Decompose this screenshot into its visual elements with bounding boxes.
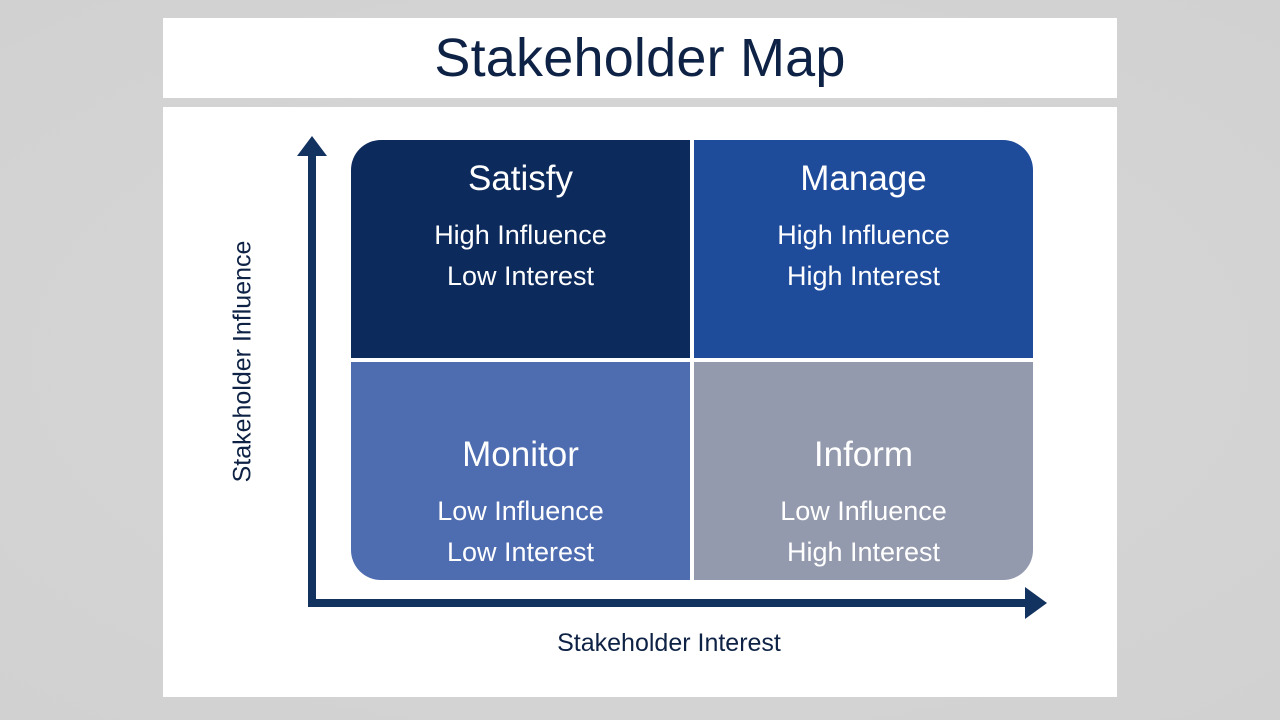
- quadrant-manage-influence: High Influence: [777, 220, 950, 251]
- quadrant-inform-interest: High Interest: [786, 537, 941, 568]
- quadrant-inform-title: Inform: [813, 435, 914, 474]
- quadrant-inform[interactable]: Inform Low Influence High Interest: [694, 362, 1033, 580]
- quadrant-manage-title: Manage: [800, 159, 927, 198]
- arrow-up-icon: [297, 136, 327, 156]
- y-axis-label: Stakeholder Influence: [228, 240, 257, 483]
- diagram-panel: Stakeholder Influence Stakeholder Intere…: [163, 107, 1117, 697]
- quadrant-satisfy-influence: High Influence: [434, 220, 607, 251]
- stakeholder-matrix: Satisfy High Influence Low Interest Mana…: [351, 140, 1033, 580]
- y-axis-line: [308, 152, 316, 607]
- quadrant-monitor-interest: Low Interest: [446, 537, 595, 568]
- page-title: Stakeholder Map: [434, 28, 846, 88]
- quadrant-satisfy-interest: Low Interest: [446, 261, 595, 292]
- quadrant-satisfy[interactable]: Satisfy High Influence Low Interest: [351, 140, 690, 358]
- quadrant-monitor[interactable]: Monitor Low Influence Low Interest: [351, 362, 690, 580]
- quadrant-monitor-title: Monitor: [462, 435, 579, 474]
- arrow-right-icon: [1025, 587, 1047, 619]
- x-axis-line: [308, 599, 1030, 607]
- quadrant-monitor-influence: Low Influence: [437, 496, 604, 527]
- quadrant-manage[interactable]: Manage High Influence High Interest: [694, 140, 1033, 358]
- quadrant-inform-influence: Low Influence: [780, 496, 947, 527]
- quadrant-satisfy-title: Satisfy: [467, 159, 574, 198]
- quadrant-manage-interest: High Interest: [786, 261, 941, 292]
- x-axis-label: Stakeholder Interest: [557, 629, 781, 657]
- title-band: Stakeholder Map: [163, 18, 1117, 98]
